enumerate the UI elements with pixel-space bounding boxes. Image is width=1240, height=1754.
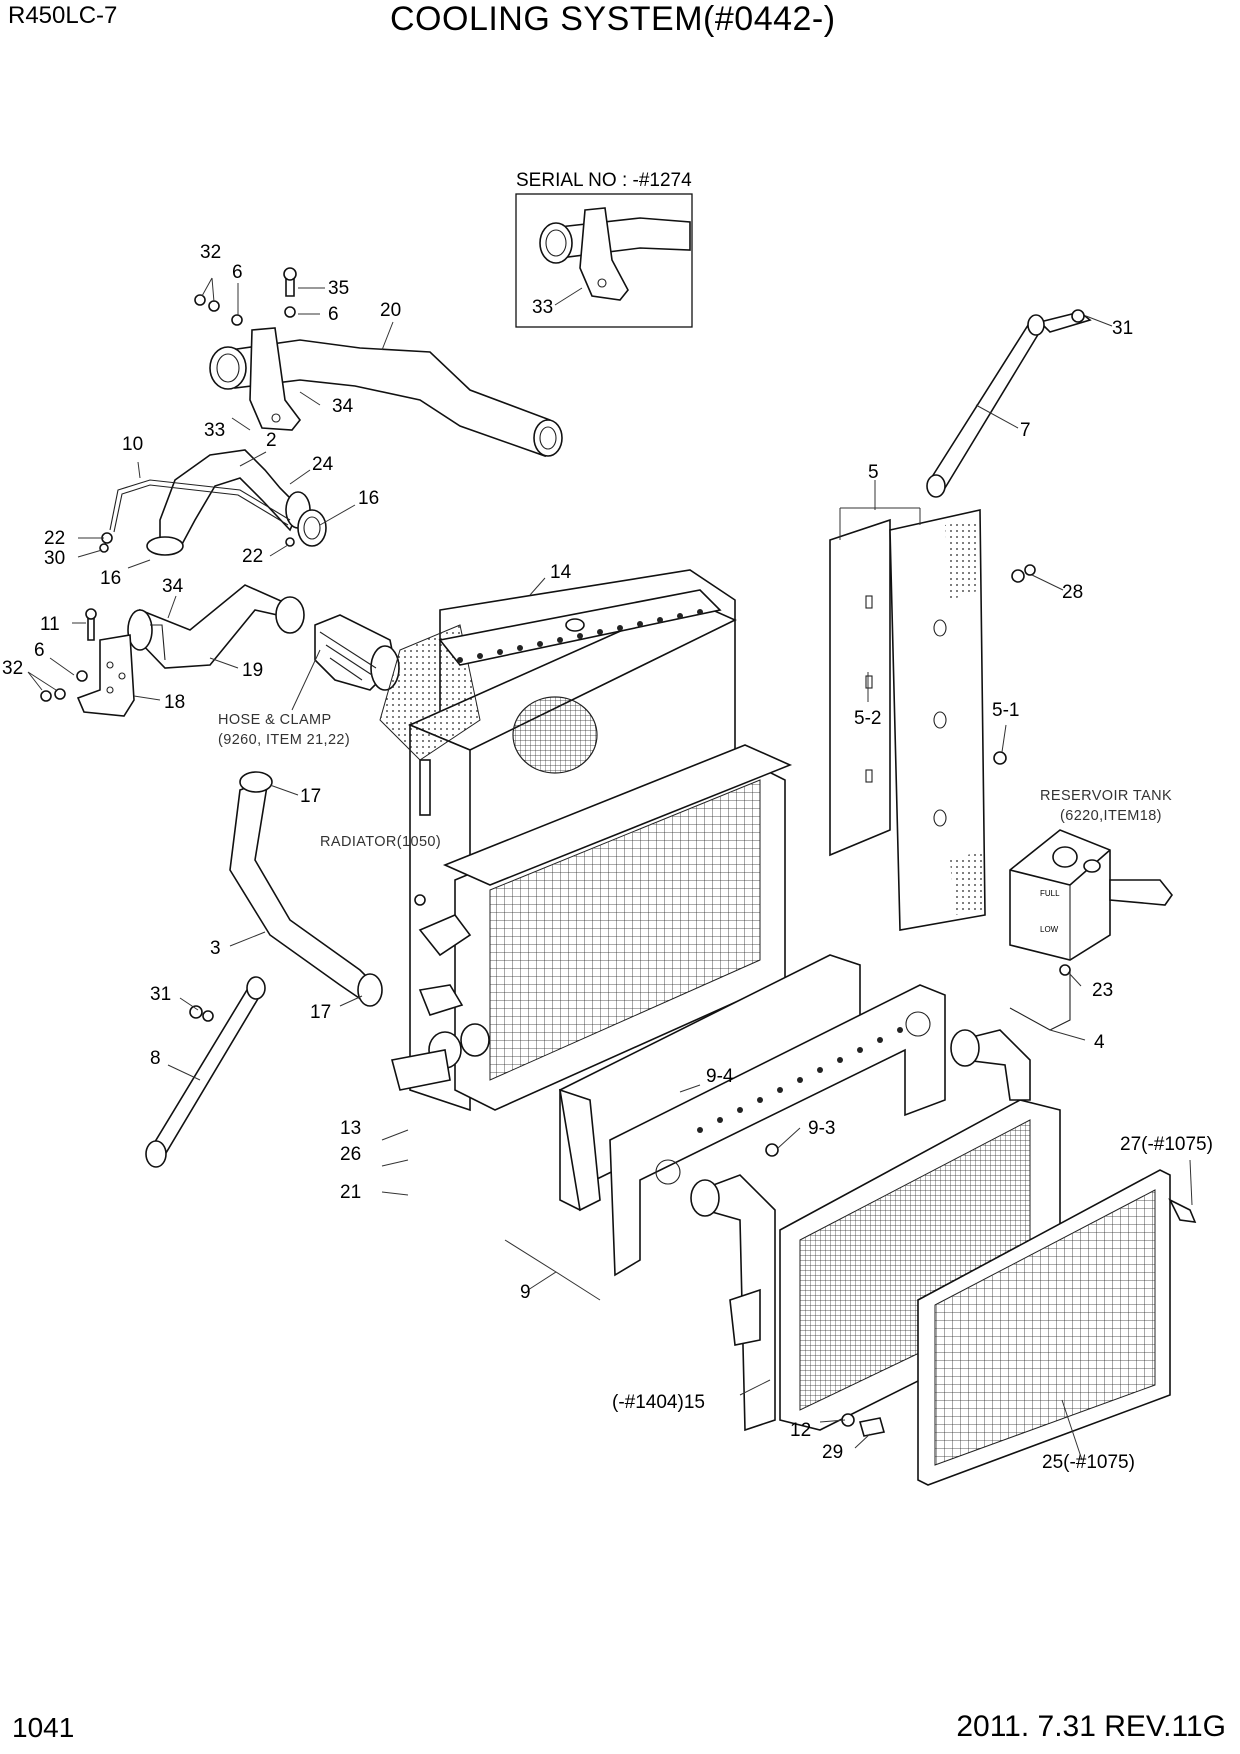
callout-28: 28 <box>1062 582 1083 603</box>
hose-3 <box>229 771 383 1007</box>
callout-5: 5 <box>868 462 879 483</box>
callout-32: 32 <box>2 658 23 679</box>
callout-14: 14 <box>550 562 572 583</box>
reservoir-tank: FULL LOW <box>1009 829 1173 1031</box>
callout-24: 24 <box>312 454 334 475</box>
callout-6: 6 <box>34 640 45 661</box>
page-title: COOLING SYSTEM(#0442-) <box>390 0 836 38</box>
callout-16: 16 <box>358 488 379 509</box>
support-rods <box>145 314 1045 1168</box>
callout-2: 2 <box>266 430 277 451</box>
hose-clamp-note: HOSE & CLAMP <box>218 712 332 728</box>
revision-date: 2011. 7.31 REV.11G <box>956 1710 1226 1743</box>
callout-3: 3 <box>210 938 221 959</box>
callout-16: 16 <box>100 568 121 589</box>
page-number: 1041 <box>12 1712 75 1743</box>
svg-text:FULL: FULL <box>1040 889 1060 898</box>
callout-13: 13 <box>340 1118 361 1139</box>
callout-23: 23 <box>1092 980 1113 1001</box>
callout-15: (-#1404)15 <box>612 1392 705 1413</box>
reservoir-note: RESERVOIR TANK <box>1040 788 1172 804</box>
callout-18: 18 <box>164 692 185 713</box>
tank-bolts <box>457 609 703 663</box>
callout-7: 7 <box>1020 420 1031 441</box>
callout-35: 35 <box>328 278 349 299</box>
svg-text:LOW: LOW <box>1040 925 1059 934</box>
callout-34: 34 <box>332 396 354 417</box>
callout-9: 9 <box>520 1282 531 1303</box>
callout-22: 22 <box>242 546 263 567</box>
callout-12: 12 <box>790 1420 811 1441</box>
callout-17: 17 <box>310 1002 331 1023</box>
upper-pipe <box>209 327 563 458</box>
callout-25: 25(-#1075) <box>1042 1452 1135 1473</box>
callout-31: 31 <box>1112 318 1133 339</box>
callout-30: 30 <box>44 548 65 569</box>
model-number: R450LC-7 <box>8 2 118 29</box>
callout-34: 34 <box>162 576 184 597</box>
callout-5-2: 5-2 <box>854 708 881 729</box>
callout-9-3: 9-3 <box>808 1118 835 1139</box>
callout-6: 6 <box>232 262 243 283</box>
callout-20: 20 <box>380 300 401 321</box>
inset-callout: 33 <box>532 297 553 318</box>
radiator-note: RADIATOR(1050) <box>320 834 441 850</box>
callout-17: 17 <box>300 786 321 807</box>
callout-27: 27(-#1075) <box>1120 1134 1213 1155</box>
frame-9 <box>558 954 946 1277</box>
callout-19: 19 <box>242 660 263 681</box>
callout-33: 33 <box>204 420 225 441</box>
screen-25 <box>917 1169 1197 1486</box>
callout-22: 22 <box>44 528 65 549</box>
exploded-parts-diagram: SERIAL NO : -#1274 33 <box>2 170 1213 1486</box>
upper-fasteners <box>194 267 1092 333</box>
callout-8: 8 <box>150 1048 161 1069</box>
callout-6: 6 <box>328 304 339 325</box>
callout-29: 29 <box>822 1442 843 1463</box>
callouts: 32 6 35 6 20 34 33 10 2 24 16 22 30 22 1… <box>2 242 1213 1473</box>
serial-caption: SERIAL NO : -#1274 <box>516 170 692 191</box>
lower-hose-group <box>99 449 327 556</box>
callout-4: 4 <box>1094 1032 1105 1053</box>
callout-11: 11 <box>40 614 60 635</box>
leader-lines <box>27 277 1193 1461</box>
seal-plates <box>829 509 1036 931</box>
hose-clamp-ref: (9260, ITEM 21,22) <box>218 732 350 748</box>
callout-21: 21 <box>340 1182 361 1203</box>
hose-19-and-bracket <box>40 584 305 717</box>
charge-air-cooler <box>690 1029 1061 1437</box>
callout-31: 31 <box>150 984 171 1005</box>
callout-32: 32 <box>200 242 221 263</box>
callout-10: 10 <box>122 434 143 455</box>
callout-9-4: 9-4 <box>706 1066 734 1087</box>
callout-26: 26 <box>340 1144 361 1165</box>
notes: HOSE & CLAMP (9260, ITEM 21,22) RADIATOR… <box>218 712 1172 850</box>
hose-and-clamp <box>291 614 400 711</box>
radiator-assembly <box>379 569 793 1112</box>
serial-inset: SERIAL NO : -#1274 33 <box>515 170 693 328</box>
callout-5-1: 5-1 <box>992 700 1019 721</box>
reservoir-ref: (6220,ITEM18) <box>1060 808 1162 824</box>
